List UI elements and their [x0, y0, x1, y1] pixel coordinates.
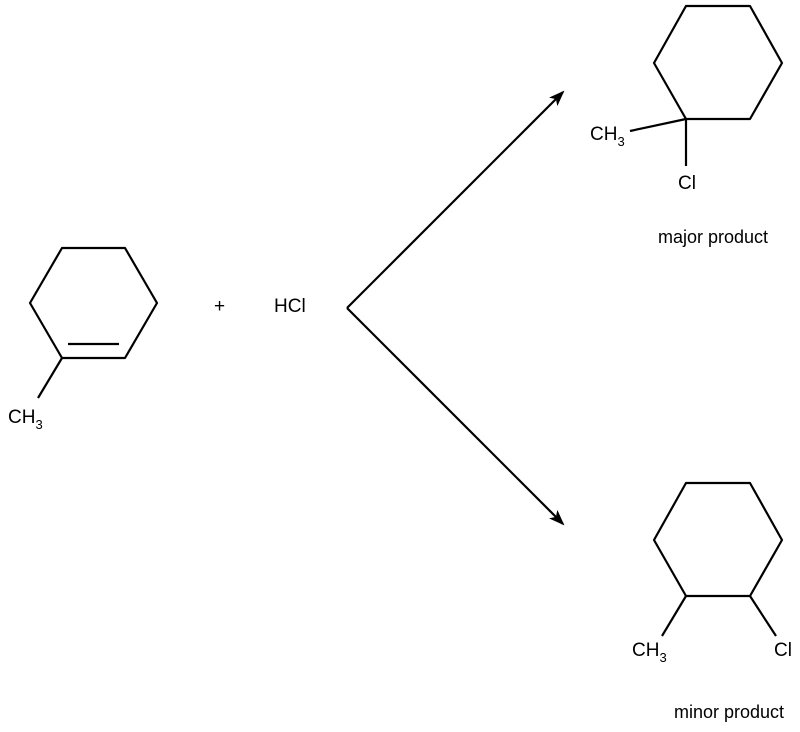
minor-methyl-label: CH3 [632, 640, 667, 665]
major-product-caption: major product [658, 227, 768, 247]
minor-methyl-bond [661, 595, 687, 637]
minor-chloro-bond [749, 595, 777, 637]
minor-ring [652, 481, 784, 598]
major-methyl-bond [629, 117, 687, 133]
major-ring [652, 4, 784, 121]
minor-product-caption: minor product [674, 702, 784, 722]
major-product [629, 4, 784, 166]
reactant-methyl-label: CH3 [8, 407, 43, 432]
arrow-to-major [346, 90, 565, 309]
reactant-methylcyclohexene [28, 246, 159, 399]
reagent-label: HCl [274, 296, 306, 317]
reaction-arrows [346, 90, 565, 526]
arrow-to-minor [346, 307, 565, 526]
major-methyl-label: CH3 [590, 124, 625, 149]
plus-sign: + [214, 296, 225, 317]
reactant-ring [28, 246, 159, 360]
minor-chloro-label: Cl [774, 640, 792, 661]
minor-product [652, 481, 784, 637]
reactant-methyl-bond [37, 357, 63, 399]
major-chloro-label: Cl [678, 173, 696, 194]
